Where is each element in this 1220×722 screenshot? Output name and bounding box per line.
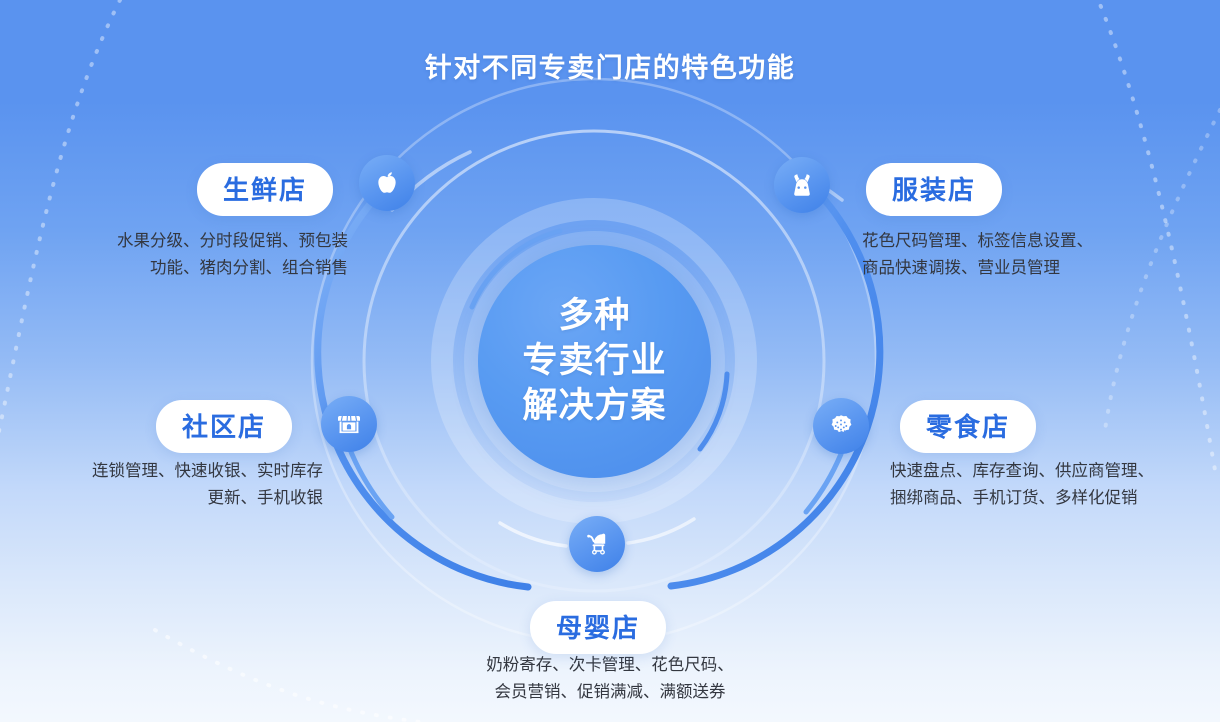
storefront-icon[interactable] [321,396,377,452]
node-label-fresh[interactable]: 生鲜店 [197,163,334,216]
node-desc-community-line-2: 更新、手机收银 [207,488,324,507]
node-desc-clothing-line-2: 商品快速调拨、营业员管理 [862,258,1060,277]
arc-baby-left [498,521,568,548]
center-hub: 多种 专卖行业 解决方案 [478,245,711,478]
apple-icon[interactable] [359,155,415,211]
node-desc-baby-line-1: 奶粉寄存、次卡管理、花色尺码、 [486,656,734,674]
cookie-icon[interactable] [813,398,869,454]
node-desc-snack: 快速盘点、库存查询、供应商管理、 捆绑商品、手机订货、多样化促销 [890,458,1205,511]
center-hub-line-3: 解决方案 [522,385,667,425]
node-desc-baby-line-2: 会员营销、促销满减、满额送券 [494,682,726,701]
node-desc-clothing: 花色尺码管理、标签信息设置、 商品快速调拨、营业员管理 [862,228,1182,281]
node-desc-fresh-line-2: 功能、猪肉分割、组合销售 [150,258,348,277]
node-desc-baby: 奶粉寄存、次卡管理、花色尺码、 会员营销、促销满减、满额送券 [425,652,795,705]
node-desc-snack-line-2: 捆绑商品、手机订货、多样化促销 [890,488,1138,507]
page-title: 针对不同专卖门店的特色功能 [424,53,796,83]
arc-community-stem [346,444,395,520]
node-desc-community-line-1: 连锁管理、快速收银、实时库存 [92,462,323,480]
stroller-icon[interactable] [569,516,625,572]
node-label-community[interactable]: 社区店 [156,400,293,453]
arc-snack-stem [803,451,844,515]
arc-baby-right [626,517,696,545]
node-label-snack[interactable]: 零食店 [900,400,1037,453]
node-desc-fresh-line-1: 水果分级、分时段促销、预包装 [117,232,348,250]
center-hub-line-1: 多种 [558,296,631,336]
node-desc-fresh: 水果分级、分时段促销、预包装 功能、猪肉分割、组合销售 [18,228,348,281]
node-desc-community: 连锁管理、快速收银、实时库存 更新、手机收银 [8,458,323,511]
center-hub-line-2: 专卖行业 [522,341,667,381]
dress-icon[interactable] [774,157,830,213]
node-label-baby[interactable]: 母婴店 [530,601,667,654]
node-label-clothing[interactable]: 服装店 [866,163,1003,216]
node-desc-snack-line-1: 快速盘点、库存查询、供应商管理、 [890,462,1154,480]
node-desc-clothing-line-1: 花色尺码管理、标签信息设置、 [862,232,1093,250]
